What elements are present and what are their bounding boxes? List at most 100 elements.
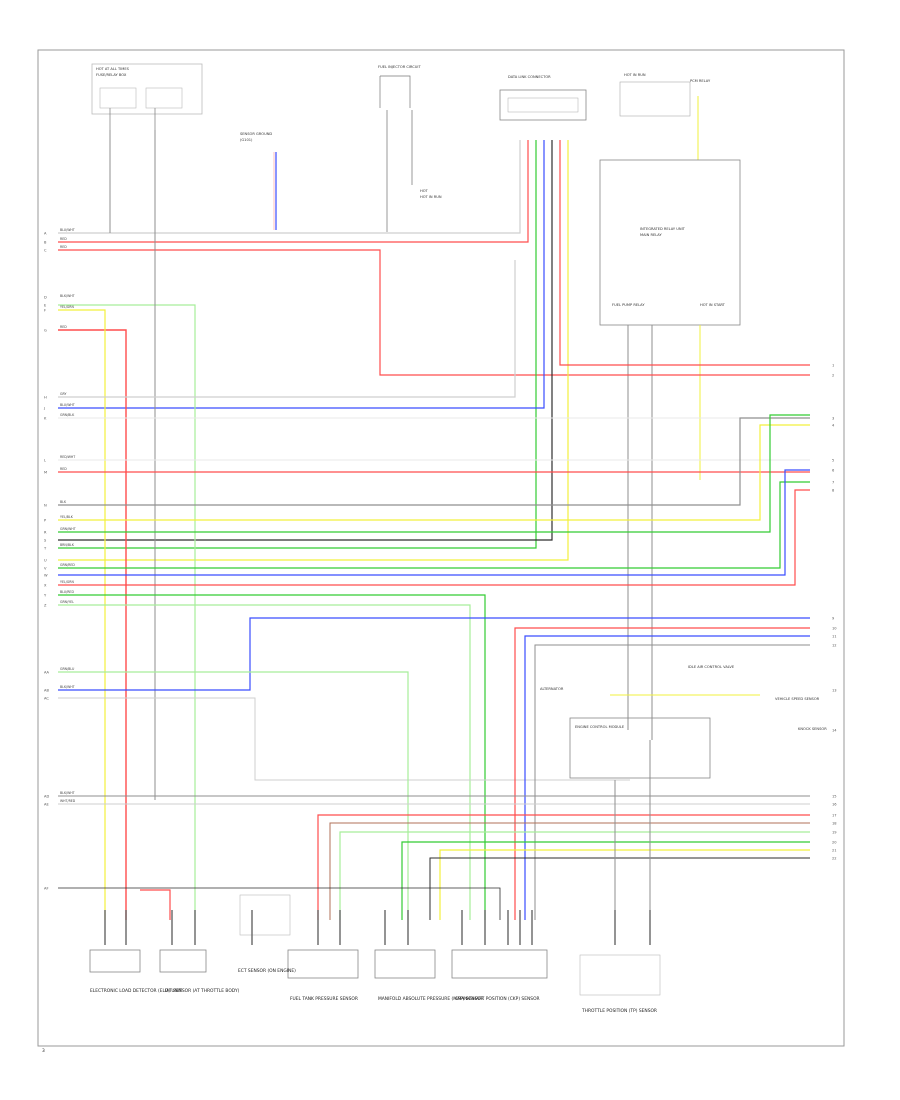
wire-dlc-red — [559, 140, 810, 366]
left-pin-label: AE — [44, 803, 49, 807]
wire-r15 — [58, 481, 810, 569]
left-wire-labels: BLU/WHT RED RED BLK/WHT YEL/GRN RED GRY … — [60, 228, 76, 803]
left-pin-label: M — [44, 471, 47, 475]
wire-lb6 — [401, 841, 810, 920]
left-pin-label: P — [44, 519, 47, 523]
left-pin-label: H — [44, 396, 47, 400]
right-pin-label: 21 — [832, 849, 837, 853]
right-pin-label: 20 — [832, 841, 837, 845]
svg-text:BLU/RED: BLU/RED — [60, 590, 74, 594]
left-pin-label: Z — [44, 604, 47, 608]
wire-r16 — [58, 469, 810, 576]
svg-text:BRN/BLK: BRN/BLK — [60, 543, 75, 547]
left-pin-label: S — [44, 539, 47, 543]
svg-text:CRANKSHAFT POSITION (CKP) SENS: CRANKSHAFT POSITION (CKP) SENSOR — [455, 996, 540, 1002]
left-pin-label: K — [44, 417, 47, 421]
connector-c6 — [451, 949, 548, 979]
wire-r18 — [58, 594, 486, 920]
right-pin-label: 3 — [832, 417, 834, 421]
wire-r1 — [58, 140, 521, 234]
left-pin-label: U — [44, 559, 47, 563]
svg-text:DATA LINK CONNECTOR: DATA LINK CONNECTOR — [508, 75, 551, 79]
left-pin-label: Y — [44, 594, 47, 598]
svg-text:MAIN RELAY: MAIN RELAY — [640, 233, 662, 237]
svg-text:HOT IN RUN: HOT IN RUN — [420, 195, 442, 199]
wire-lb3 — [317, 814, 810, 920]
ecm-box: ENGINE CONTROL MODULE ALTERNATOR IDLE AI… — [540, 665, 827, 779]
svg-text:VEHICLE SPEED SENSOR: VEHICLE SPEED SENSOR — [775, 697, 820, 701]
svg-text:GRN/WHT: GRN/WHT — [60, 527, 76, 531]
left-pin-label: V — [44, 567, 47, 571]
wire-lb7 — [439, 849, 810, 920]
svg-text:ELECTRONIC LOAD DETECTOR (ELD): ELECTRONIC LOAD DETECTOR (ELD) UNIT — [90, 988, 182, 994]
left-pin-label: T — [43, 547, 47, 551]
svg-text:MANIFOLD ABSOLUTE PRESSURE (MA: MANIFOLD ABSOLUTE PRESSURE (MAP) SENSOR — [378, 996, 484, 1002]
right-pin-label: 22 — [832, 857, 837, 861]
svg-text:GRN/BLK: GRN/BLK — [60, 413, 75, 417]
svg-text:FUEL TANK PRESSURE SENSOR: FUEL TANK PRESSURE SENSOR — [290, 996, 358, 1002]
wire-dlc-yellow — [58, 140, 569, 561]
wire-r13 — [58, 424, 810, 521]
connector-c2 — [159, 949, 207, 973]
wire-lb10 — [140, 889, 171, 920]
svg-text:RED: RED — [60, 237, 67, 241]
wire-lb9 — [58, 887, 501, 920]
right-pin-label: 7 — [832, 481, 834, 485]
right-pin-label: 1 — [832, 364, 834, 368]
svg-text:(G101): (G101) — [240, 138, 253, 142]
svg-text:HOT: HOT — [420, 189, 429, 193]
wire-r20b — [58, 697, 630, 781]
wire-r14 — [58, 414, 810, 533]
left-pin-label: D — [44, 296, 47, 300]
left-pin-label: AA — [44, 671, 50, 675]
page-id: 3 — [42, 1048, 45, 1054]
wire-dlc-gray — [58, 140, 553, 541]
wire-r5 — [58, 304, 196, 920]
svg-text:IDLE AIR CONTROL VALVE: IDLE AIR CONTROL VALVE — [688, 665, 735, 669]
left-pin-label: W — [44, 574, 48, 578]
left-pin-label: L — [44, 459, 46, 463]
right-pin-label: 6 — [832, 469, 835, 473]
connector-c3 — [239, 894, 291, 936]
right-pin-label: 16 — [832, 803, 837, 807]
left-pin-label: G — [44, 329, 47, 333]
left-pin-label: AB — [44, 689, 49, 693]
left-pin-label: B — [44, 241, 47, 245]
fuel-injector-top: FUEL INJECTOR CIRCUIT HOT HOT IN RUN — [378, 65, 442, 232]
left-pin-label: A — [44, 232, 47, 236]
left-pin-label: E — [44, 304, 47, 308]
svg-text:GRY: GRY — [60, 392, 66, 396]
wire-bus — [58, 130, 810, 920]
svg-text:GRN/RED: GRN/RED — [60, 563, 75, 567]
right-pin-label: 12 — [832, 644, 837, 648]
left-pin-label: R — [44, 531, 47, 535]
right-pin-label: 4 — [832, 424, 835, 428]
svg-text:BLK/WHT: BLK/WHT — [60, 791, 75, 795]
wire-r3 — [58, 249, 810, 376]
wire-r12 — [58, 417, 810, 506]
wire-r2 — [58, 140, 529, 243]
svg-text:ENGINE CONTROL MODULE: ENGINE CONTROL MODULE — [575, 725, 625, 729]
svg-text:FUEL INJECTOR CIRCUIT: FUEL INJECTOR CIRCUIT — [378, 65, 421, 69]
wire-r5b — [58, 309, 106, 920]
wire-r20 — [58, 617, 810, 691]
right-pin-label: 19 — [832, 831, 837, 835]
right-pin-label: 14 — [832, 729, 837, 733]
sensor-ground-label: SENSOR GROUND (G101) — [240, 132, 277, 230]
wire-rb2 — [524, 635, 810, 920]
svg-text:HOT IN RUN: HOT IN RUN — [624, 73, 646, 77]
right-pin-label: 10 — [832, 627, 837, 631]
svg-text:ALTERNATOR: ALTERNATOR — [540, 687, 564, 691]
svg-text:FUSE/RELAY BOX: FUSE/RELAY BOX — [96, 73, 127, 77]
left-pin-label: N — [44, 504, 47, 508]
wire-r17 — [58, 489, 810, 586]
connector-c4 — [287, 949, 359, 979]
wire-dlc-green — [58, 140, 537, 549]
wire-dlc-blue — [58, 140, 545, 409]
connector-c1 — [89, 949, 141, 973]
svg-text:FUEL PUMP RELAY: FUEL PUMP RELAY — [612, 303, 645, 307]
svg-text:INTEGRATED RELAY UNIT: INTEGRATED RELAY UNIT — [640, 227, 686, 231]
